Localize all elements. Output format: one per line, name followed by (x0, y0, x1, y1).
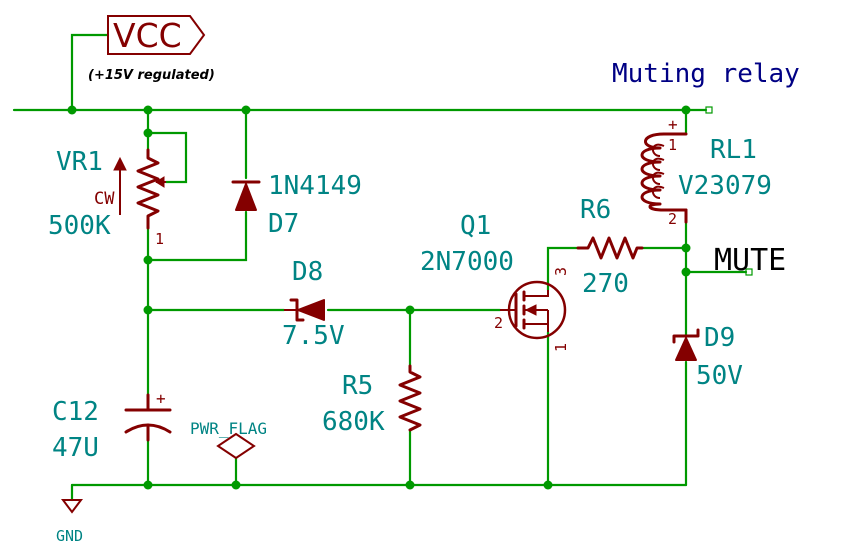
vr1-potentiometer (113, 148, 166, 230)
q1-arrow (524, 304, 537, 316)
junction-dot (405, 480, 415, 490)
rl1-ref: RL1 (710, 135, 757, 165)
wires (12, 33, 748, 502)
q1-ref: Q1 (460, 211, 491, 241)
wire-q1-drain (546, 246, 580, 292)
q1-mosfet (500, 280, 567, 340)
rl1-pin-plus: + (668, 115, 678, 134)
d9-triangle (675, 337, 697, 361)
d8-value: 7.5V (282, 321, 345, 351)
junction-dot (67, 105, 77, 115)
wire-end-mute (745, 268, 753, 276)
junction-dot (241, 105, 251, 115)
d9-value: 50V (696, 361, 743, 391)
pwr-flag-label: PWR_FLAG (190, 419, 267, 438)
junction-dot (681, 105, 691, 115)
rl1-winding (640, 132, 666, 212)
junction-dot (405, 305, 415, 315)
r5-zigzag (398, 364, 422, 432)
vr1-zigzag (136, 148, 160, 230)
junction-dot (681, 243, 691, 253)
c12-ref: C12 (52, 397, 99, 427)
junction-dot (231, 480, 241, 490)
junction-dot (681, 267, 691, 277)
d7-value: 1N4149 (268, 171, 362, 201)
junctions (67, 105, 691, 490)
vr1-direction-arrow (113, 156, 127, 171)
net-label-mute: MUTE (714, 243, 786, 278)
d9-bar (672, 328, 700, 344)
c12-value: 47U (52, 433, 99, 463)
r6-resistor (576, 236, 644, 260)
junction-dot (143, 128, 153, 138)
rl1-pin1: 1 (668, 136, 677, 154)
rl1-relay-coil (640, 132, 688, 224)
r6-zigzag (576, 236, 644, 260)
q1-value: 2N7000 (420, 247, 514, 277)
junction-dot (143, 105, 153, 115)
q1-drain-lead (524, 290, 549, 297)
d9-ref: D9 (704, 323, 735, 353)
vcc-flag-shape (107, 15, 206, 55)
vr1-wiper-arrow (155, 176, 165, 188)
wire-vcc-feed (70, 33, 110, 112)
vr1-value: 500K (48, 211, 111, 241)
c12-pin-plus: + (156, 389, 166, 408)
wire-vr1-wiper (146, 131, 188, 184)
junction-dot (143, 305, 153, 315)
pwr-flag-diamond (216, 432, 256, 460)
d8-zener (284, 298, 325, 322)
rl1-value: V23079 (678, 171, 772, 201)
schematic-title: Muting relay (612, 59, 800, 89)
c12-capacitor (124, 393, 172, 442)
gnd-symbol: GND (56, 499, 83, 545)
vr1-pin1: 1 (155, 230, 164, 248)
d8-ref: D8 (292, 257, 323, 287)
vcc-note: (+15V regulated) (88, 68, 215, 83)
vcc-symbol: VCC (107, 15, 206, 55)
d9-zener (672, 328, 700, 361)
d7-ref: D7 (268, 209, 299, 239)
wire-end-top-rail (705, 106, 713, 114)
rl1-winding-inner (652, 143, 665, 199)
junction-dot (543, 480, 553, 490)
q1-source-lead (524, 323, 549, 332)
q1-pin-gate: 2 (494, 314, 503, 332)
r5-ref: R5 (342, 371, 373, 401)
vr1-direction: CW (94, 189, 115, 209)
gnd-triangle (61, 499, 83, 514)
pwr-flag-symbol: PWR_FLAG (190, 419, 267, 460)
r6-value: 270 (582, 269, 629, 299)
vr1-ref: VR1 (56, 147, 103, 177)
d8-triangle (297, 299, 325, 321)
r6-ref: R6 (580, 195, 611, 225)
d7-diode (231, 180, 261, 211)
gnd-label: GND (56, 527, 83, 545)
wire-d7-bottom (146, 210, 248, 262)
q1-pin-drain: 3 (552, 267, 570, 276)
r5-value: 680K (322, 407, 385, 437)
vcc-label: VCC (113, 16, 182, 55)
rl1-pin2: 2 (668, 210, 677, 228)
d7-triangle (235, 183, 257, 211)
junction-dot (143, 255, 153, 265)
r5-resistor (398, 364, 422, 432)
q1-pin-source: 1 (552, 343, 570, 352)
junction-dot (143, 480, 153, 490)
